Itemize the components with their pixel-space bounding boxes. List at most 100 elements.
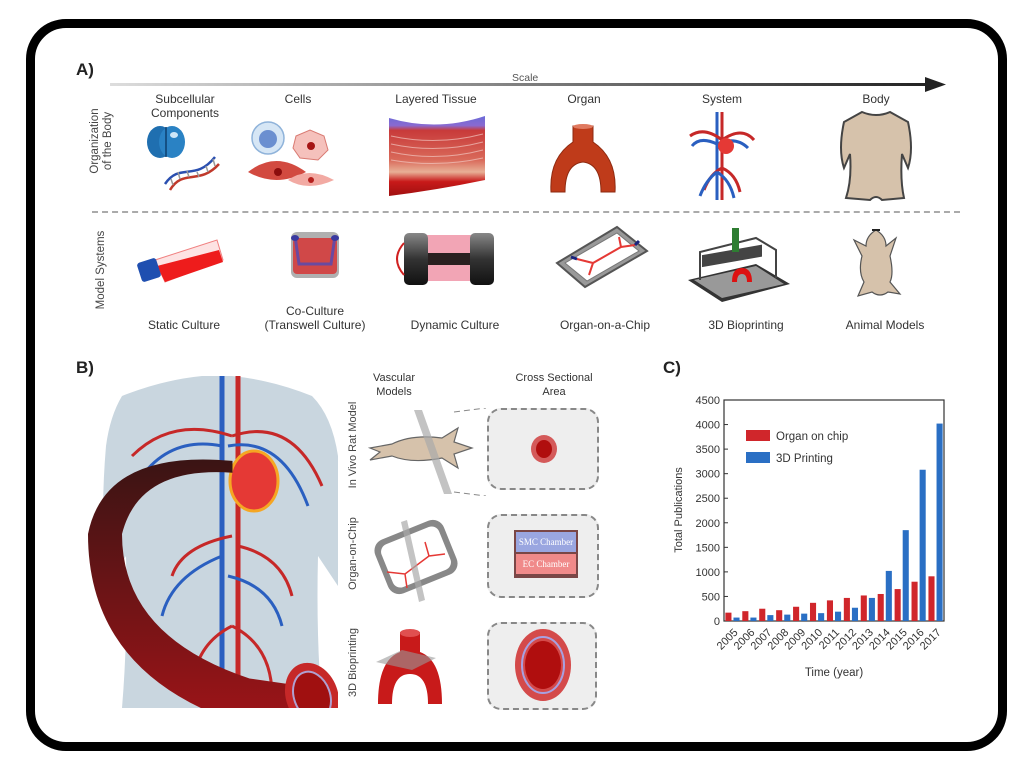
row-label-in-vivo: In Vivo Rat Model — [347, 401, 359, 489]
y-tick-label: 1000 — [696, 567, 720, 579]
cross-section-header: Cross Sectional Area — [515, 371, 592, 399]
row-label-organization-line2: of the Body — [102, 111, 114, 171]
bar-3d-printing — [767, 615, 774, 621]
panel-c-label: C) — [663, 358, 681, 377]
y-tick-label: 1500 — [696, 542, 720, 554]
row-label-bioprinting: 3D Bioprinting — [347, 627, 359, 698]
model-caption-animal: Animal Models — [845, 318, 925, 332]
y-tick-label: 500 — [702, 591, 720, 603]
cells-icon — [248, 121, 334, 186]
model-caption-line: (Transwell Culture) — [264, 318, 366, 332]
plot-frame — [723, 399, 945, 622]
model-caption-coculture: Co-Culture (Transwell Culture) — [265, 304, 366, 332]
bar-3d-printing — [851, 607, 859, 621]
bar-3d-printing — [868, 597, 875, 621]
bar-organ-on-chip — [742, 611, 749, 621]
bar-organ-on-chip — [843, 597, 850, 621]
bar-organ-on-chip — [928, 576, 935, 621]
chamber-diagram: SMC Chamber EC Chamber — [514, 530, 578, 578]
organelle-dna-icon — [147, 126, 220, 191]
legend-swatch — [746, 430, 770, 441]
bar-3d-printing — [835, 611, 842, 621]
row-label-organization: Organization of the Body — [89, 86, 115, 196]
vascular-models-header: Vascular Models — [373, 371, 415, 399]
model-caption-bioprinting: 3D Bioprinting — [708, 318, 784, 332]
organ-vessel-icon — [550, 124, 616, 193]
bar-organ-on-chip — [725, 612, 732, 621]
vessel-cross-section-small-icon — [531, 435, 557, 463]
bar-3d-printing — [784, 614, 791, 621]
panel-a-label: A) — [76, 60, 94, 79]
bar-3d-printing — [885, 570, 892, 621]
bar-organ-on-chip — [826, 600, 833, 621]
bar-3d-printing — [936, 423, 943, 621]
bar-organ-on-chip — [759, 608, 766, 621]
bioprinted-vessel-icon — [376, 629, 442, 704]
body-torso-icon — [840, 110, 912, 202]
layered-tissue-icon — [389, 116, 485, 196]
cross-section-header-line1: Cross Sectional — [515, 372, 593, 384]
bar-3d-printing — [902, 530, 909, 621]
y-tick-label: 2000 — [696, 518, 720, 530]
cross-section-header-line2: Area — [542, 386, 566, 398]
bar-organ-on-chip — [776, 610, 783, 621]
y-tick-label: 3500 — [696, 444, 720, 456]
scale-label: Scale — [512, 72, 539, 84]
org-caption-organ: Organ — [567, 92, 601, 106]
scale-arrow — [110, 77, 946, 92]
legend-label: 3D Printing — [776, 453, 833, 465]
vascular-models-header-line2: Models — [376, 386, 412, 398]
org-caption-line: Components — [150, 106, 220, 120]
row-label-organ-chip: Organ-on-Chip — [347, 517, 359, 590]
org-caption-subcellular: Subcellular Components — [151, 92, 219, 120]
bar-3d-printing — [750, 617, 757, 621]
bioprinter-icon — [688, 228, 790, 302]
model-caption-organ-chip: Organ-on-a-Chip — [559, 318, 651, 332]
x-axis-label: Time (year) — [805, 667, 864, 679]
row-separator — [92, 211, 960, 213]
panel-b-label: B) — [76, 358, 94, 377]
vessel-cross-section-large-icon — [515, 629, 571, 701]
bar-organ-on-chip — [809, 602, 817, 621]
y-tick-label: 2500 — [696, 493, 720, 505]
row-label-organization-line1: Organization — [89, 108, 101, 174]
model-caption-line: Co-Culture — [285, 304, 345, 318]
bar-organ-on-chip — [877, 593, 884, 621]
vasculature-illustration — [87, 376, 338, 708]
row-label-model-systems: Model Systems — [95, 230, 107, 310]
circulatory-system-icon — [689, 112, 756, 200]
organ-chip-icon — [555, 225, 649, 289]
y-tick-label: 4000 — [696, 420, 720, 432]
rat-section-icon — [367, 408, 487, 496]
y-tick-label: 3000 — [696, 469, 720, 481]
org-caption-system: System — [701, 92, 743, 106]
organ-chip-section-icon — [374, 519, 458, 602]
bar-organ-on-chip — [894, 589, 901, 621]
culture-flask-icon — [137, 239, 224, 283]
publications-bar-chart: 0500100015002000250030003500400045002005… — [673, 395, 945, 679]
vascular-models-header-line1: Vascular — [373, 372, 415, 384]
bar-organ-on-chip — [793, 606, 800, 621]
legend-swatch — [746, 452, 770, 463]
y-tick-label: 0 — [714, 616, 720, 628]
transwell-insert-icon — [291, 232, 339, 278]
y-axis-label: Total Publications — [673, 467, 685, 553]
model-caption-static: Static Culture — [147, 318, 221, 332]
legend-label: Organ on chip — [776, 431, 848, 443]
figure-frame — [26, 19, 1007, 751]
org-caption-layered-tissue: Layered Tissue — [395, 92, 477, 106]
smc-chamber: SMC Chamber — [516, 532, 576, 552]
bar-organ-on-chip — [911, 581, 918, 621]
org-caption-line: Subcellular — [155, 92, 215, 106]
y-tick-label: 4500 — [696, 395, 720, 407]
bar-3d-printing — [733, 617, 740, 621]
org-caption-body: Body — [862, 92, 890, 106]
bar-3d-printing — [818, 613, 825, 621]
org-caption-cells: Cells — [284, 92, 312, 106]
model-caption-dynamic: Dynamic Culture — [410, 318, 500, 332]
bar-3d-printing — [919, 469, 926, 621]
ec-chamber: EC Chamber — [516, 554, 576, 574]
bar-3d-printing — [801, 613, 808, 621]
rat-model-icon — [852, 229, 902, 297]
bioreactor-icon — [396, 233, 494, 285]
